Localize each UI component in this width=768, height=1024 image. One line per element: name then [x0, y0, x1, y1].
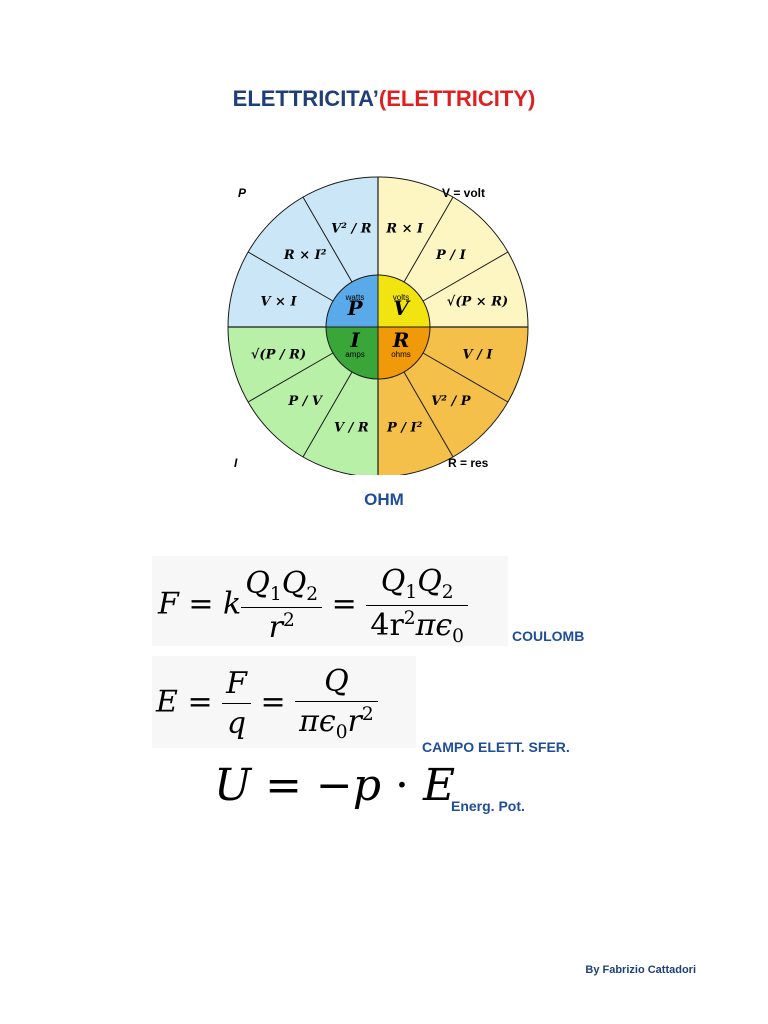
- energy-tag: Energ. Pot.: [451, 798, 525, 814]
- quadrant-r: [378, 327, 528, 475]
- center-unit-p: watts: [345, 293, 365, 302]
- corner-label-bl: I: [234, 456, 238, 470]
- segment-r2: V² / P: [431, 394, 472, 409]
- page-title: ELETTRICITA’(ELETTRICITY): [0, 86, 768, 112]
- segment-r3: P / I²: [386, 420, 423, 435]
- center-quadrant-i: [326, 327, 378, 379]
- center-symbol-v: V: [393, 296, 411, 320]
- quadrant-i: [228, 327, 378, 475]
- divider-line: [403, 196, 454, 283]
- quadrant-p: [228, 177, 378, 327]
- potential-energy-formula: U = −p · E: [214, 760, 456, 811]
- segment-p2: R × I²: [283, 248, 327, 263]
- segment-v1: R × I: [385, 222, 424, 237]
- segment-v2: P / I: [435, 248, 467, 263]
- corner-label-br: R = res: [448, 456, 489, 470]
- center-quadrant-p: [326, 275, 378, 327]
- inner-ring: [325, 274, 431, 380]
- title-paren: (ELETTRICITY): [378, 86, 536, 111]
- segment-r1: V / I: [463, 348, 494, 363]
- field-tag: CAMPO ELETT. SFER.: [422, 739, 570, 755]
- segment-p1: V² / R: [331, 222, 372, 237]
- divider-line: [247, 352, 334, 403]
- segment-v3: √(P × R): [447, 294, 508, 309]
- center-quadrant-r: [378, 327, 430, 379]
- segment-i3: V / R: [334, 420, 369, 435]
- segment-i2: P / V: [287, 394, 324, 409]
- segment-p3: V × I: [260, 294, 297, 309]
- ohm-wheel-diagram: V² / R R × I² V × I R × I P / I √(P × R) √(P /…: [227, 176, 529, 475]
- outer-ring: [227, 176, 529, 475]
- center-unit-r: ohms: [391, 350, 411, 359]
- center-symbol-r: R: [392, 328, 410, 352]
- center-unit-i: amps: [345, 350, 365, 359]
- author-credit: By Fabrizio Cattadori: [585, 964, 696, 976]
- center-unit-v: volts: [393, 293, 409, 302]
- quadrant-v: [378, 177, 528, 327]
- divider-line: [302, 196, 353, 283]
- corner-label-tr: V = volt: [442, 186, 485, 200]
- center-symbol-i: I: [349, 328, 360, 352]
- divider-line: [302, 371, 353, 458]
- center-symbol-p: P: [346, 296, 363, 320]
- center-quadrant-v: [378, 275, 430, 327]
- title-main: ELETTRICITA’: [232, 86, 379, 111]
- divider-line: [247, 251, 334, 302]
- ohm-label: OHM: [364, 490, 404, 509]
- divider-line: [422, 251, 509, 302]
- divider-line: [403, 371, 454, 458]
- segment-i1: √(P / R): [251, 348, 306, 363]
- coulomb-tag: COULOMB: [512, 628, 585, 644]
- divider-line: [422, 352, 509, 403]
- corner-label-tl: P: [238, 186, 247, 200]
